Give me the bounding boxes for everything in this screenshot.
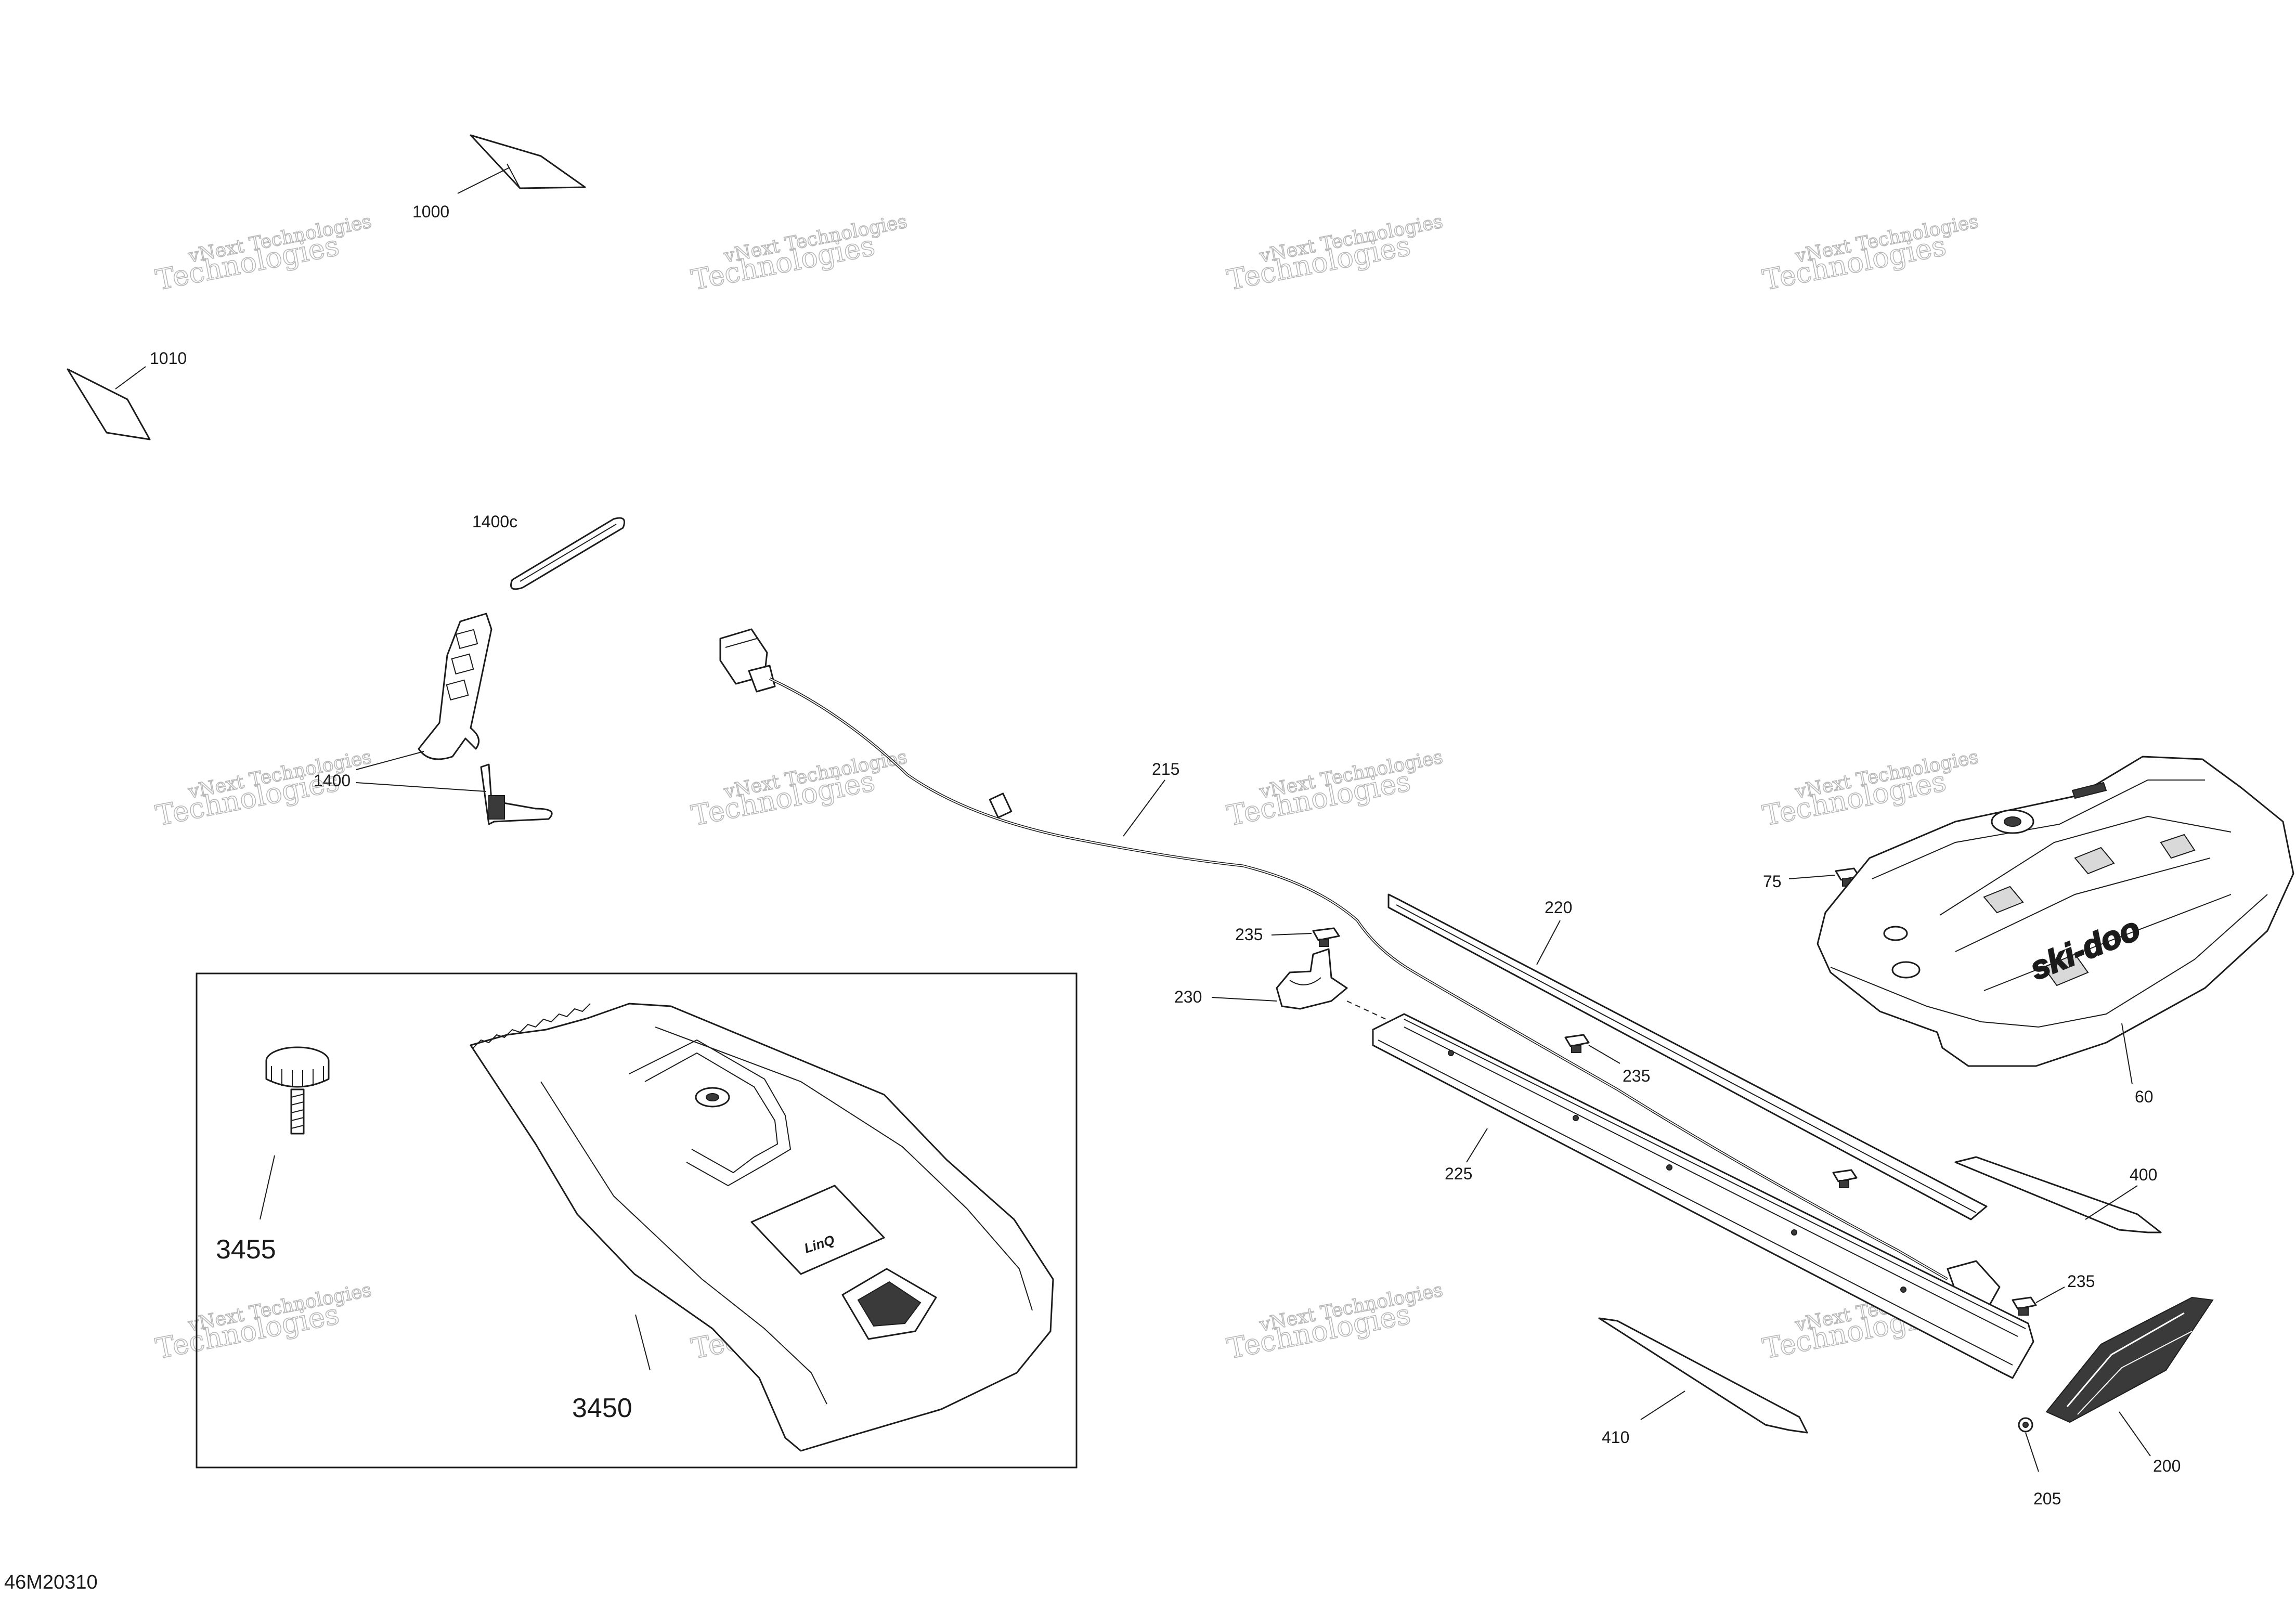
callout-1010: 1010 [150,349,187,368]
accessory-inset: 3455 LinQ 3450 [196,972,1078,1469]
watermark: vNext Technologies Technologies [1224,1279,1445,1366]
callout-3450: 3450 [572,1393,632,1423]
part-75-screw[interactable]: 75 [1763,867,1860,891]
part-1400c-strap[interactable]: 1400c [472,512,626,590]
callout-400: 400 [2130,1165,2157,1184]
callout-60: 60 [2135,1087,2154,1106]
part-1400-toolkit[interactable]: 1400 [314,613,553,825]
watermark: vNext Technologies Technologies [1760,211,1981,297]
callout-215: 215 [1152,760,1179,778]
callout-225: 225 [1445,1164,1472,1183]
part-235-fastener-a[interactable]: 235 [1235,925,1340,947]
part-220-strip[interactable]: 220 [1387,893,1988,1220]
callout-75: 75 [1763,872,1782,891]
part-400-decal[interactable]: 400 [1954,1156,2162,1233]
part-235-fastener-c[interactable]: 235 [2012,1272,2095,1316]
part-60-console[interactable]: ski-doo 60 [1817,756,2294,1106]
callout-1400c: 1400c [472,512,517,531]
part-3455-knob[interactable]: 3455 [216,1046,330,1265]
callout-235-b: 235 [1623,1067,1650,1085]
watermark: vNext Technologies Technologies [1224,211,1445,297]
watermark: vNext Technologies Technologies [153,1279,374,1366]
watermark: vNext Technologies Technologies [689,211,910,297]
watermark: vNext Technologies Technologies [1760,746,1981,833]
callout-200: 200 [2153,1457,2181,1475]
part-225-rail[interactable]: 225 [1372,1013,2034,1379]
callout-230: 230 [1174,988,1202,1006]
part-230-clip[interactable]: 230 [1174,948,1386,1020]
part-1010-decal[interactable]: 1010 [67,349,187,440]
figure-id: 46M20310 [4,1571,98,1593]
callout-235-a: 235 [1235,925,1263,944]
callout-220: 220 [1545,898,1572,917]
part-235-fastener-b[interactable]: 235 [1564,1034,1650,1085]
callout-205: 205 [2033,1489,2061,1508]
part-200-light[interactable]: 200 [2045,1296,2214,1475]
part-1000-decal[interactable]: 1000 [412,134,586,221]
watermark: vNext Technologies Technologies [689,746,910,833]
watermark: vNext Technologies Technologies [1224,746,1445,833]
callout-1000: 1000 [412,202,449,221]
part-205-screw[interactable]: 205 [2018,1417,2061,1508]
part-3450-cover[interactable]: LinQ 3450 [470,1003,1054,1452]
callout-1400: 1400 [314,771,351,790]
callout-235-c: 235 [2067,1272,2095,1291]
watermark: vNext Technologies Technologies [153,211,374,297]
callout-410: 410 [1602,1428,1629,1447]
part-235-fastener-d[interactable] [1832,1169,1858,1188]
callout-3455: 3455 [216,1235,276,1265]
part-410-decal[interactable]: 410 [1598,1317,1808,1447]
